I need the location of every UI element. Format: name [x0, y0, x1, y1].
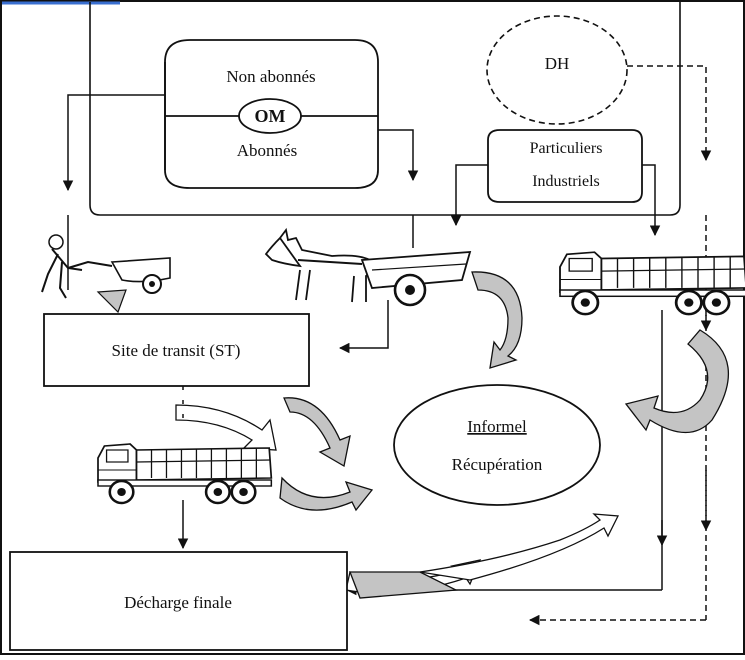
- dh-node: [486, 15, 628, 125]
- informel-label: Informel: [467, 417, 527, 436]
- particuliers-label: Particuliers: [530, 140, 603, 157]
- handcart-icon: [41, 234, 171, 299]
- om-node: [238, 98, 302, 134]
- decharge-finale-node: [9, 551, 348, 651]
- sources-container: [89, 2, 681, 216]
- abonnes-to-donkey-arrow: [378, 129, 419, 182]
- dh-label: DH: [545, 54, 570, 73]
- donkey-to-site-arrow: [338, 300, 389, 354]
- site-transit-label: Site de transit (ST): [112, 341, 241, 360]
- particuliers-industriels-node: [487, 129, 643, 203]
- om-label: OM: [255, 106, 286, 126]
- non-abonnes-to-handcart-arrow: [62, 94, 165, 192]
- informel-node: [393, 384, 601, 506]
- om-barrel: [164, 39, 379, 189]
- industriels-to-truck-arrow: [642, 164, 661, 237]
- abonnes-label: Abonnés: [237, 141, 297, 160]
- curved-arrow-icon: [175, 271, 730, 599]
- industriels-label: Industriels: [532, 173, 600, 190]
- non-abonnes-label: Non abonnés: [226, 67, 315, 86]
- dh-route-arrow: [627, 65, 712, 162]
- dropped-waste-icon: [96, 289, 127, 314]
- donkey-cart-icon: [264, 227, 472, 307]
- recuperation-label: Récupération: [452, 455, 543, 474]
- particuliers-to-donkey-arrow: [450, 164, 488, 227]
- site-transit-node: [43, 313, 310, 387]
- decharge-label: Décharge finale: [124, 593, 232, 612]
